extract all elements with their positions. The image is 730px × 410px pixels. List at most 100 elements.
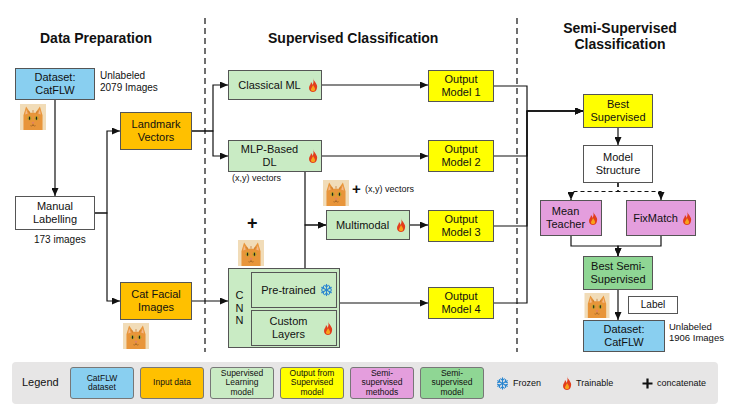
connector (305, 172, 326, 225)
cat-photo (123, 323, 149, 349)
node-text: Classical ML (238, 79, 300, 92)
snowflake-icon (320, 284, 333, 297)
model-box: MLP-Based DL (228, 140, 322, 172)
note-text: (x,y) vectors (365, 184, 414, 194)
legend-item: Trainable (562, 375, 613, 391)
flame-icon (588, 211, 598, 225)
model-box: Multimodal (326, 210, 410, 240)
cat-photo (238, 240, 264, 266)
cat-photo (585, 293, 610, 318)
layer-box: Pre-trained (251, 272, 337, 308)
input-box: Landmark Vectors (120, 112, 192, 150)
note-text: 173 images (34, 234, 86, 246)
section-title: Supervised Classification (268, 30, 438, 46)
process-box: Manual Labelling (15, 196, 95, 230)
output-box: Output Model 1 (428, 70, 494, 102)
label-text: Supervised Classification (268, 30, 438, 46)
legend-text: Supervised Learning model (213, 369, 271, 397)
input-box: Cat Facial Images (120, 282, 192, 320)
connector (192, 85, 228, 131)
node-text: Output Model 2 (433, 143, 489, 168)
node-text: Output Model 4 (433, 290, 489, 315)
label-text: (x,y) vectors (232, 173, 281, 183)
layer-box: Custom Layers (251, 310, 337, 346)
node-text: Dataset: CatFLW (588, 323, 660, 348)
connector (410, 224, 428, 225)
connector (305, 225, 326, 268)
connector (494, 111, 583, 156)
legend-swatch: Semi-supervised methods (350, 367, 414, 399)
connector (322, 155, 428, 156)
model-box: Classical ML (228, 70, 322, 100)
connector (617, 290, 618, 320)
label-text: + (247, 213, 258, 234)
note-text: Unlabeled 1906 Images (669, 322, 725, 344)
connector (571, 236, 618, 256)
flame-icon (308, 78, 318, 92)
note-text: (x,y) vectors (232, 173, 281, 183)
node-text: Cat Facial Images (125, 288, 187, 313)
dataset-box: Dataset: CatFLW (15, 68, 95, 100)
output-box: Best Supervised (583, 94, 653, 128)
connector (192, 131, 228, 156)
section-title: Semi-Supervised Classification (540, 20, 700, 52)
output-box: Output Model 3 (428, 210, 494, 242)
legend-swatch: Supervised Learning model (210, 367, 274, 399)
node-text: FixMatch (633, 212, 678, 225)
node-text: Multimodal (336, 219, 389, 232)
cat-photo (323, 180, 349, 206)
label-text: Unlabeled 1906 Images (669, 322, 725, 344)
connector (95, 213, 120, 301)
legend-item: concatenate (642, 375, 706, 391)
connector (618, 236, 661, 256)
legend-panel: Legend CatFLW dataset Input data Supervised… (12, 362, 718, 404)
node-text: Manual Labelling (20, 200, 90, 225)
label-text: 173 images (34, 234, 86, 246)
node-text: C N N (235, 289, 244, 327)
node-text: MLP-Based DL (233, 143, 306, 168)
section-title: Data Preparation (40, 30, 152, 46)
section-divider (204, 18, 205, 352)
node-text: Output Model 1 (433, 73, 489, 98)
legend-text: Semi-supervised methods (353, 369, 411, 397)
legend-text: CatFLW dataset (73, 374, 131, 393)
flame-icon (682, 211, 692, 225)
node-text: Mean Teacher (545, 205, 586, 230)
legend-text: Frozen (513, 378, 541, 388)
node-text: Landmark Vectors (125, 118, 187, 143)
flame-icon (396, 218, 406, 232)
legend-text: Output from Supervised model (283, 369, 341, 397)
plus-icon (642, 378, 653, 389)
label-box: Label (628, 296, 678, 314)
connector (618, 183, 661, 200)
output-box: Output Model 2 (428, 140, 494, 172)
snowflake-icon (496, 377, 509, 390)
legend-swatch: Input data (140, 367, 204, 399)
legend-swatch: CatFLW dataset (70, 367, 134, 399)
connector (192, 300, 228, 301)
section-divider (516, 18, 517, 352)
connector (322, 84, 428, 85)
legend-text: concatenate (657, 378, 706, 388)
connector (494, 86, 583, 111)
flame-icon (562, 376, 572, 390)
label-text: Data Preparation (40, 30, 152, 46)
connector (571, 183, 618, 200)
node-text: Custom Layers (256, 315, 321, 340)
legend-text: Input data (153, 378, 191, 387)
connector (617, 128, 618, 145)
legend-swatch: Output from Supervised model (280, 367, 344, 399)
label-text: Legend (22, 376, 59, 389)
connector (54, 100, 55, 196)
label-text: Unlabeled 2079 Images (100, 70, 162, 93)
label-text: + (352, 180, 361, 197)
concat-sign: + (352, 180, 361, 197)
connector (95, 131, 120, 213)
note-text: Unlabeled 2079 Images (100, 70, 162, 93)
model-box: Best Semi-Supervised (583, 256, 653, 290)
connector (340, 302, 428, 303)
node-text: Dataset: CatFLW (20, 71, 90, 96)
label-text: (x,y) vectors (365, 184, 414, 194)
dataset-box: Dataset: CatFLW (583, 320, 665, 352)
